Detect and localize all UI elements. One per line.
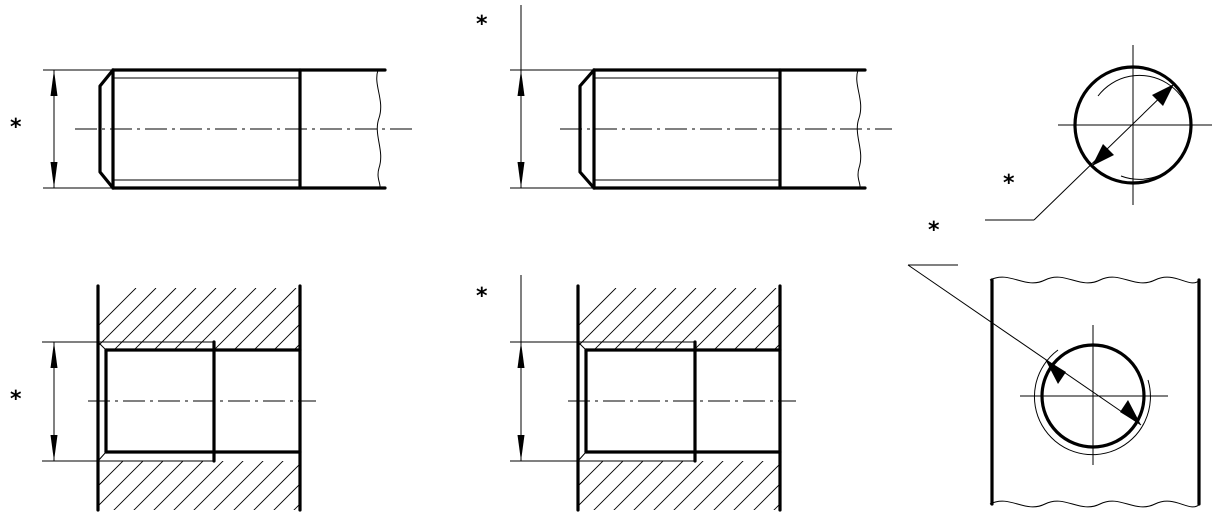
arrow-down [50,162,58,188]
external-thread-view-2 [510,5,892,190]
arrow-up [50,70,58,96]
dimension-lines [42,341,98,462]
dimension-marker-4: * [928,218,940,243]
arrow-sw [1092,144,1114,166]
arrow-se [1120,400,1141,425]
break-line [376,69,382,189]
external-thread-view-1 [43,68,412,190]
dimension-marker-2: * [476,12,488,37]
thread-outline [578,68,867,190]
arrow-ne [1152,84,1174,106]
break-line [856,69,862,189]
dimension-lines [510,275,578,462]
arrow-nw [1045,359,1066,384]
thread-major-arc [1034,349,1151,456]
diameter-dimension [907,264,1142,426]
arrow-up [517,342,525,368]
minor-diameter-arc [1097,74,1192,180]
internal-thread-view-2 [510,275,796,512]
external-thread-end-view [985,45,1212,221]
bottom-break-line [989,500,1201,508]
dimension-marker-1: * [10,115,22,140]
dimension-lines [510,5,594,189]
internal-thread-view-1 [42,284,316,512]
hole-minor-circle [1040,343,1146,449]
dimension-marker-5: * [476,284,488,309]
diameter-dimension [985,83,1175,221]
top-break-line [989,276,1201,284]
arrow-up [517,70,525,96]
arrow-down [517,162,525,188]
arrow-up [50,342,58,368]
dimension-marker-3: * [1003,171,1015,196]
dimension-lines [43,69,112,189]
dimension-marker-6: * [10,387,22,412]
internal-thread-end-view [907,264,1201,508]
arrow-down [50,435,58,461]
arrow-down [517,435,525,461]
thread-root-lines [113,77,300,181]
thread-root-lines [594,77,780,181]
